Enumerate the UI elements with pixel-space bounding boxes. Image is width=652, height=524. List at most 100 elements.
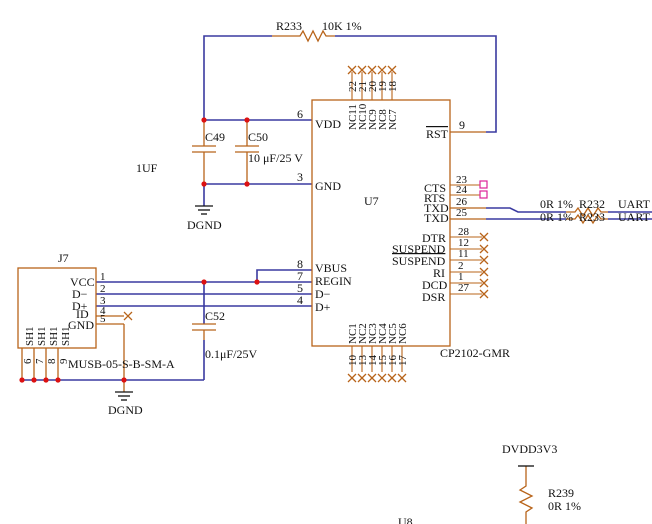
u7-pin-num: 26: [456, 196, 468, 208]
j7-shield-pins: SH1 SH1 SH1 SH1 6 7 8 9: [22, 326, 72, 364]
c50-value: 10 μF/25 V: [248, 151, 303, 165]
u7-pin-num: 23: [456, 174, 468, 186]
u7-pin-num: 3: [297, 170, 303, 184]
u7-pin-name: NC1: [347, 323, 359, 344]
j7-shield-num: 7: [34, 358, 46, 364]
gnd2-label: DGND: [108, 403, 143, 417]
u7-pin-num: 9: [459, 118, 465, 132]
u7-pin-name: NC6: [397, 323, 409, 344]
uart-res-ref: R232: [579, 197, 605, 211]
components: [17, 29, 608, 524]
u7-pin-name: NC7: [387, 109, 399, 130]
u7-pin-name: TXD: [424, 201, 449, 215]
u7-bottom-pins: NC1 NC2 NC3 NC4 NC5 NC6 10 13 14 15 16 1…: [347, 323, 409, 366]
u7-pin-num: 16: [387, 355, 399, 367]
uart-res-value: 0R 1%: [540, 197, 573, 211]
u7-pin-name: NC11: [347, 104, 359, 130]
uart-net-label: UART: [618, 197, 651, 211]
u7-pin-name: D−: [315, 287, 331, 301]
j7-pin-num: 1: [100, 271, 106, 283]
j7-pin-name: VCC: [70, 275, 95, 289]
u7-pin-num: 28: [458, 226, 470, 238]
u7-pin-num: 14: [367, 355, 379, 367]
u7-pin-name: TXD: [424, 211, 449, 225]
j7-shield-name: SH1: [60, 326, 72, 346]
r239-ref: R239: [548, 486, 574, 500]
junction-dots: [19, 117, 260, 383]
uart-rows: 0R 1% R232 UART 0R 1% R233 UART: [540, 197, 651, 224]
u7-pin-name: NC3: [367, 323, 379, 344]
u7-pin-num: 15: [377, 355, 389, 367]
ground-symbol-1: [195, 205, 213, 215]
u8-designator-partial: U8: [398, 515, 413, 524]
j7-shield-name: SH1: [24, 326, 36, 346]
j7-pin-name: ID: [76, 307, 89, 321]
uart-res-value: 0R 1%: [540, 210, 573, 224]
u7-pin-num: 6: [297, 107, 303, 121]
u7-pin-num: 25: [456, 207, 468, 219]
dvdd-net-label: DVDD3V3: [502, 442, 557, 456]
j7-pin-num: 3: [100, 295, 106, 307]
c49-value: 1UF: [136, 161, 158, 175]
u7-pin-name: D+: [315, 300, 331, 314]
u7-pin-num: 21: [357, 81, 369, 92]
ground-symbols: [115, 205, 534, 467]
u7-top-pins: 22 21 20 19 18 NC11 NC10 NC9 NC8 NC7: [347, 81, 399, 131]
u7-pin-num: 20: [367, 81, 379, 93]
test-pad-rts: [479, 190, 488, 199]
u7-pin-name: NC8: [377, 109, 389, 130]
j7-shield-num: 9: [58, 358, 70, 364]
r233-top-ref: R233: [276, 19, 302, 33]
u7-pin-name: NC9: [367, 109, 379, 130]
j7-shield-num: 8: [46, 358, 58, 364]
j7-pin-name: D−: [72, 287, 88, 301]
c50-ref: C50: [248, 130, 268, 144]
u7-body: [311, 99, 451, 347]
u7-pin-num: 12: [458, 237, 469, 249]
u7-pin-num: 2: [458, 260, 464, 272]
u7-pin-num: 4: [297, 293, 303, 307]
u7-nc-stubs: [351, 72, 482, 372]
u7-pin-num: 17: [397, 355, 409, 367]
j7-pin-num: 5: [100, 313, 106, 325]
wires: [22, 35, 652, 381]
u7-pin-name: NC2: [357, 323, 369, 344]
u7-left-pins: 6 VDD 3 GND 8 VBUS 7 REGIN 5 D− 4 D+: [297, 107, 352, 314]
j7-shield-name: SH1: [48, 326, 60, 346]
u7-pin-name: RTS: [424, 191, 445, 205]
wire-rst-loop-right: [335, 35, 497, 133]
r239-value: 0R 1%: [548, 499, 581, 513]
u7-pin-num: 24: [456, 184, 468, 196]
u7-pin-num: 1: [458, 271, 464, 283]
u7-pin-name: VBUS: [315, 261, 347, 275]
resistor-r233-top: [272, 29, 335, 43]
u7-pin-name: DSR: [422, 290, 445, 304]
j7-pin-name: D+: [72, 299, 88, 313]
j7-part: MUSB-05-S-B-SM-A: [68, 357, 175, 371]
u7-pin-num: 13: [357, 355, 369, 367]
uart-res-ref: R233: [579, 210, 605, 224]
j7-body: [17, 267, 97, 349]
u7-pin-num: 7: [297, 269, 303, 283]
wire-txd-1: [486, 207, 566, 213]
c52-ref: C52: [205, 309, 225, 323]
c49-ref: C49: [205, 130, 225, 144]
j7-pins: 1 VCC 2 D− 3 D+ 4 ID 5 GND: [68, 271, 106, 332]
u7-pin-num: 27: [458, 282, 470, 294]
u7-pin-name: DTR: [422, 231, 446, 245]
u7-pin-name: VDD: [315, 117, 341, 131]
test-pads: [479, 180, 488, 199]
u7-part: CP2102-GMR: [440, 346, 510, 360]
wire-vbus: [256, 269, 312, 282]
u7-designator: U7: [364, 194, 379, 208]
gnd1-label: DGND: [187, 218, 222, 232]
u7-pin-name: NC4: [377, 323, 389, 344]
u7-pin-num: 10: [347, 355, 359, 367]
u7-pin-num: 19: [377, 81, 389, 93]
u7-pin-num: 22: [347, 81, 359, 92]
j7-pin-name: GND: [68, 318, 94, 332]
j7-pin-num: 4: [100, 305, 106, 317]
u7-pin-name: NC5: [387, 323, 399, 344]
u7-pin-name: DCD: [422, 278, 448, 292]
